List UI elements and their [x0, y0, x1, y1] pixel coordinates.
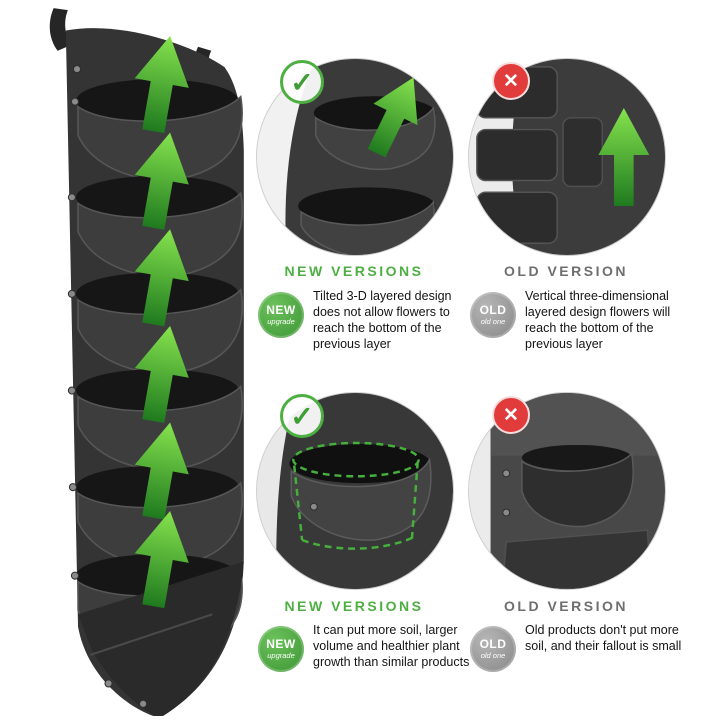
volume-outline [292, 441, 420, 550]
planter-illustration [49, 8, 244, 719]
new-upgrade-badge: NEW upgrade [258, 292, 304, 338]
rivet [67, 65, 148, 708]
cross-icon: ✕ [492, 62, 530, 100]
badge-subtitle: upgrade [267, 317, 295, 327]
old-version-heading: OLD VERSION [504, 263, 628, 279]
new-top-description-row: NEW upgrade Tilted 3-D layered design do… [258, 288, 470, 352]
description-text: Old products don't put more soil, and th… [525, 623, 682, 653]
check-icon: ✓ [280, 60, 324, 104]
old-version-top-photo [468, 58, 666, 256]
old-bottom-description-row: OLD old one Old products don't put more … [470, 622, 690, 672]
description-text: It can put more soil, larger volume and … [313, 623, 470, 669]
old-one-badge: OLD old one [470, 626, 516, 672]
new-versions-heading: NEW VERSIONS [284, 263, 424, 279]
badge-subtitle: old one [480, 317, 506, 327]
old-top-description-row: OLD old one Vertical three-dimensional l… [470, 288, 690, 352]
badge-title: OLD [479, 302, 507, 317]
growth-arrow [367, 77, 418, 158]
cross-icon: ✕ [492, 396, 530, 434]
badge-title: NEW [266, 636, 296, 651]
new-version-top-photo [256, 58, 454, 256]
check-icon: ✓ [280, 394, 324, 438]
description-text: Vertical three-dimensional layered desig… [525, 289, 671, 351]
badge-title: NEW [266, 302, 296, 317]
old-one-badge: OLD old one [470, 292, 516, 338]
new-bottom-description-row: NEW upgrade It can put more soil, larger… [258, 622, 470, 672]
new-versions-heading: NEW VERSIONS [284, 598, 424, 614]
description-text: Tilted 3-D layered design does not allow… [313, 289, 452, 351]
badge-title: OLD [479, 636, 507, 651]
badge-subtitle: upgrade [267, 651, 295, 661]
planter-product-photo [16, 4, 256, 719]
badge-subtitle: old one [480, 651, 506, 661]
old-version-heading: OLD VERSION [504, 598, 628, 614]
growth-arrow [598, 108, 650, 206]
new-upgrade-badge: NEW upgrade [258, 626, 304, 672]
